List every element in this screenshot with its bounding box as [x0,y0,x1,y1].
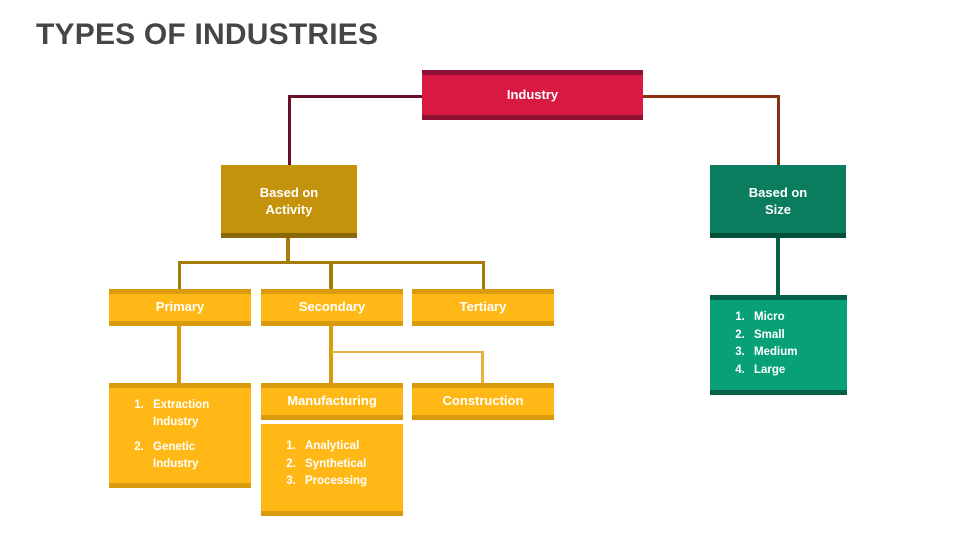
node-primary[interactable]: Primary [109,289,251,326]
connector-size-to-list [776,238,780,295]
list-item: Extraction Industry [147,397,241,430]
list-item: Analytical [299,438,393,455]
list-item: Synthetical [299,456,393,473]
node-manufacturing-types-list[interactable]: Analytical Synthetical Processing [261,424,403,516]
node-manufacturing[interactable]: Manufacturing [261,383,403,420]
manufacturing-types-list: Analytical Synthetical Processing [277,438,393,490]
node-construction-label: Construction [442,393,524,409]
node-primary-label: Primary [155,299,205,315]
connector-secondary-to-construction-horizontal [331,351,483,353]
page-title: TYPES OF INDUSTRIES [36,18,379,51]
list-item: Genetic Industry [147,439,241,472]
node-secondary-label: Secondary [298,299,366,315]
connector-activity-to-tertiary [482,261,485,290]
node-industry-label: Industry [506,86,559,102]
node-size-categories-list[interactable]: Micro Small Medium Large [710,295,847,395]
list-item: Large [748,362,837,379]
connector-root-to-activity-vertical [288,95,291,165]
primary-industries-list: Extraction Industry Genetic Industry [125,397,241,473]
node-primary-industries-list[interactable]: Extraction Industry Genetic Industry [109,383,251,488]
list-item: Small [748,327,837,344]
list-item: Medium [748,344,837,361]
size-categories-list: Micro Small Medium Large [726,309,837,379]
node-tertiary-label: Tertiary [459,299,507,315]
node-based-on-activity-label: Based on Activity [259,185,319,217]
list-item: Micro [748,309,837,326]
node-construction[interactable]: Construction [412,383,554,420]
node-based-on-size[interactable]: Based on Size [710,165,846,238]
connector-root-to-size-vertical [777,95,780,165]
node-tertiary[interactable]: Tertiary [412,289,554,326]
connector-secondary-to-manufacturing [329,326,333,383]
node-based-on-size-label: Based on Size [748,185,808,217]
node-secondary[interactable]: Secondary [261,289,403,326]
connector-secondary-to-construction-vertical [481,351,484,383]
connector-root-to-size-horizontal [643,95,780,98]
connector-activity-to-secondary [329,261,333,290]
connector-activity-trunk [286,238,290,264]
list-item: Processing [299,473,393,490]
connector-primary-to-list [177,326,181,383]
node-based-on-activity[interactable]: Based on Activity [221,165,357,238]
node-industry[interactable]: Industry [422,70,643,120]
connector-activity-to-primary [178,261,181,290]
connector-root-to-activity-horizontal [288,95,424,98]
node-manufacturing-label: Manufacturing [287,393,377,409]
